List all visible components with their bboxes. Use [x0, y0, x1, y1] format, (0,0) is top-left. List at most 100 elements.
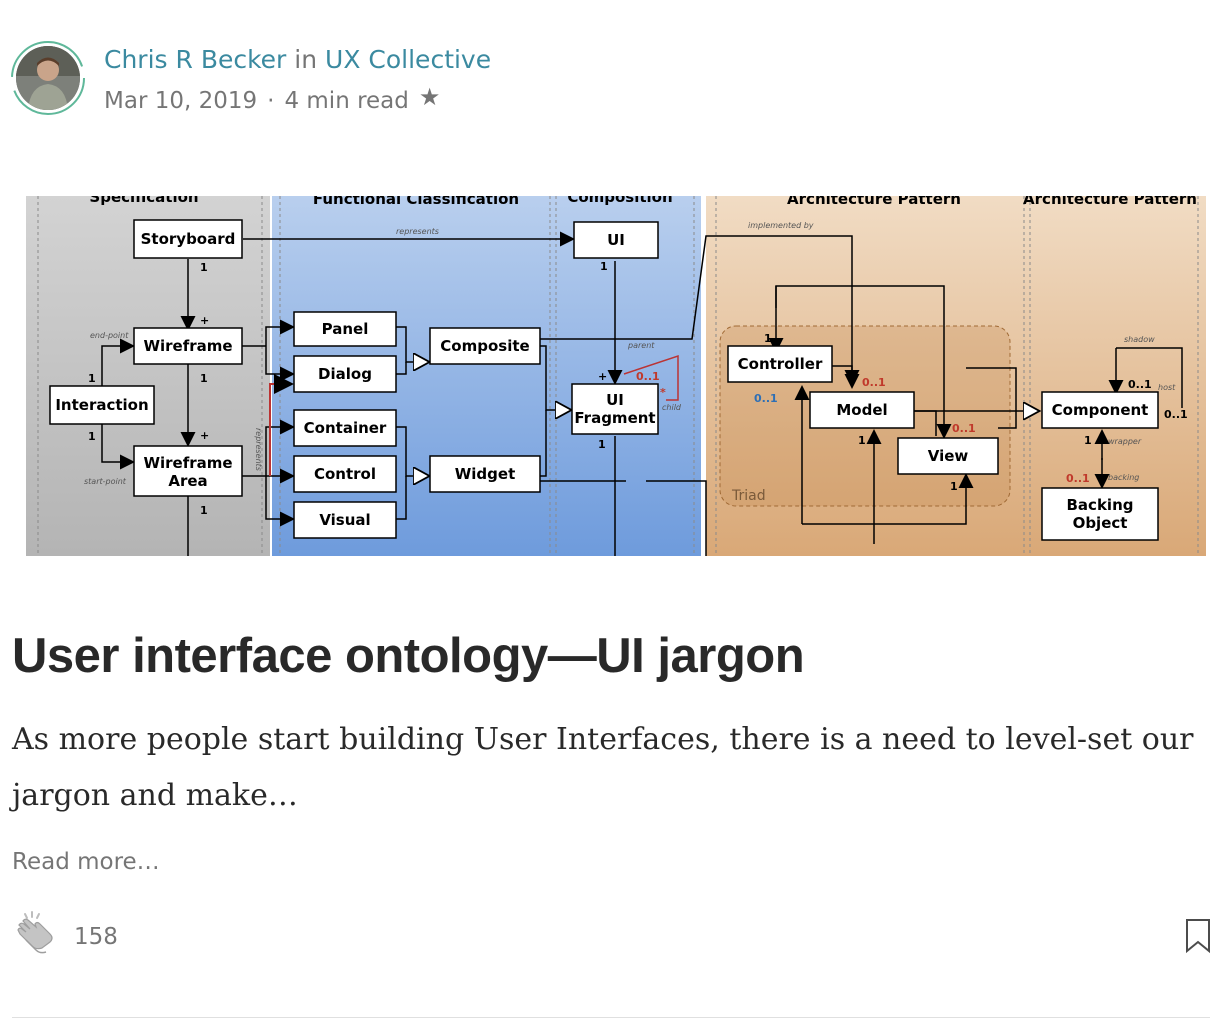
mult-star: * — [660, 386, 666, 399]
mult-4: 1 — [88, 372, 96, 385]
box-dialog — [293, 355, 397, 393]
ontology-diagram: Specification Functional Classification … — [26, 196, 1206, 556]
box-interaction-label: Interaction — [55, 396, 148, 414]
label-represents-vertical: represents — [254, 428, 263, 471]
mult-2: 1 — [200, 372, 208, 385]
mult-7: 1 — [598, 438, 606, 451]
box-backing-object — [1041, 487, 1159, 541]
box-ui — [573, 221, 659, 259]
article-excerpt[interactable]: As more people start building User Inter… — [12, 722, 1194, 813]
label-wrapper: wrapper — [1108, 437, 1142, 446]
mult-3: 1 — [200, 504, 208, 517]
post-meta: Mar 10, 2019 · 4 min read ★ — [104, 83, 491, 116]
box-controller-label: Controller — [738, 355, 823, 373]
mult-6: 1 — [600, 260, 608, 273]
col-header-architecture-1: Architecture Pattern — [787, 196, 961, 208]
label-end-point: end-point — [90, 331, 129, 340]
read-time: 4 min read — [284, 88, 409, 114]
avatar-photo — [16, 46, 80, 110]
author-name-link[interactable]: Chris R Becker — [104, 45, 287, 74]
triad-label: Triad — [731, 488, 766, 504]
mult-zero-one-6: 0..1 — [1164, 408, 1188, 421]
label-implemented-by: implemented by — [748, 221, 814, 230]
label-host: host — [1158, 383, 1176, 392]
col-header-functional: Functional Classification — [313, 196, 519, 208]
mult-plus-1: + — [200, 314, 209, 327]
box-visual — [293, 501, 397, 539]
label-parent: parent — [627, 341, 655, 350]
author-line: Chris R Becker in UX Collective — [104, 44, 491, 76]
box-control-label: Control — [314, 465, 376, 483]
box-ui-label: UI — [607, 231, 625, 249]
box-storyboard — [133, 219, 243, 259]
clap-icon[interactable] — [12, 910, 60, 964]
box-model — [809, 391, 915, 429]
box-interaction — [49, 385, 155, 425]
mult-9: 1 — [858, 434, 866, 447]
article-title[interactable]: User interface ontology—UI jargon — [12, 629, 805, 683]
label-shadow: shadow — [1124, 335, 1155, 344]
box-wireframe-label: Wireframe — [143, 337, 232, 355]
box-container-label: Container — [304, 419, 387, 437]
box-composite — [429, 327, 541, 365]
col-header-specification: Specification — [89, 196, 198, 206]
clap-group: 158 — [12, 910, 118, 964]
label-represents: represents — [396, 227, 439, 236]
mult-11: 1 — [1084, 434, 1092, 447]
mult-1: 1 — [200, 261, 208, 274]
clap-count: 158 — [74, 924, 118, 950]
mult-plus-2: + — [200, 429, 209, 442]
label-child: child — [662, 403, 682, 412]
mult-zero-one-5: 0..1 — [1128, 378, 1152, 391]
box-component — [1041, 391, 1159, 429]
post-date: Mar 10, 2019 — [104, 88, 258, 114]
label-backing: backing — [1108, 473, 1139, 482]
box-visual-label: Visual — [319, 511, 370, 529]
meta-separator: · — [267, 88, 275, 114]
mult-zero-one-2: 0..1 — [754, 392, 778, 405]
mult-10: 1 — [950, 480, 958, 493]
box-storyboard-label: Storyboard — [141, 230, 236, 248]
mult-zero-one-1: 0..1 — [636, 370, 660, 383]
byline: Chris R Becker in UX Collective Mar 10, … — [10, 40, 491, 116]
label-start-point: start-point — [84, 477, 127, 486]
box-wireframe-area-label-1: Wireframe — [143, 454, 232, 472]
author-connector: in — [294, 45, 318, 74]
box-backing-label-1: Backing — [1067, 496, 1134, 514]
box-ui-fragment-label-2: Fragment — [574, 409, 655, 427]
box-ui-fragment — [571, 383, 659, 435]
box-wireframe-area-label-2: Area — [168, 472, 207, 490]
box-container — [293, 409, 397, 447]
box-ui-fragment-label-1: UI — [606, 391, 624, 409]
box-widget-label: Widget — [455, 465, 516, 483]
box-control — [293, 455, 397, 493]
read-more-link[interactable]: Read more… — [12, 849, 160, 875]
box-model-label: Model — [836, 401, 887, 419]
mult-zero-one-3: 0..1 — [862, 376, 886, 389]
avatar-ring — [11, 41, 85, 115]
mult-plus-3: + — [598, 370, 607, 383]
member-star-icon: ★ — [418, 83, 441, 111]
footer-divider — [12, 1017, 1210, 1018]
box-panel — [293, 311, 397, 347]
author-avatar[interactable] — [10, 40, 86, 116]
box-wireframe-area — [133, 445, 243, 497]
box-widget — [429, 455, 541, 493]
box-dialog-label: Dialog — [318, 365, 372, 383]
box-backing-label-2: Object — [1073, 514, 1128, 532]
box-view-label: View — [928, 447, 969, 465]
publication-link[interactable]: UX Collective — [325, 45, 492, 74]
col-header-architecture-2: Architecture Pattern — [1023, 196, 1197, 208]
col-header-composition: Composition — [567, 196, 672, 206]
mult-zero-one-7: 0..1 — [1066, 472, 1090, 485]
box-view — [897, 437, 999, 475]
box-component-label: Component — [1052, 401, 1149, 419]
box-controller — [727, 345, 833, 383]
mult-5: 1 — [88, 430, 96, 443]
box-composite-label: Composite — [440, 337, 529, 355]
bookmark-icon[interactable] — [1184, 918, 1212, 958]
hero-image[interactable]: Specification Functional Classification … — [26, 196, 1206, 556]
box-panel-label: Panel — [322, 320, 369, 338]
mult-8: 1 — [764, 332, 772, 345]
box-wireframe — [133, 327, 243, 365]
